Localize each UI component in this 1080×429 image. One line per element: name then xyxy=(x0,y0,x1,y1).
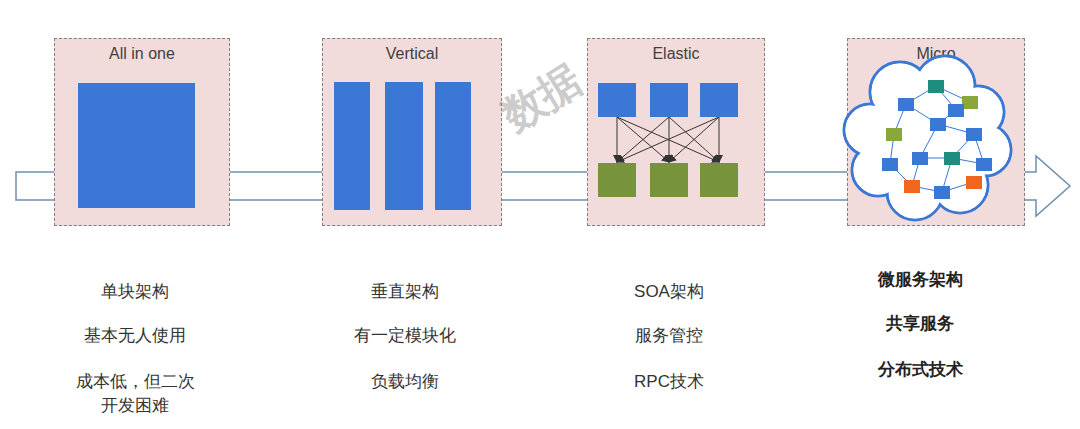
service-link xyxy=(912,158,920,186)
micro-service xyxy=(966,128,982,141)
service-call-line xyxy=(617,117,719,162)
vertical-column xyxy=(385,82,423,210)
stage-description: 基本无人使用 xyxy=(60,324,210,348)
service-call-line xyxy=(617,117,719,162)
service-block xyxy=(700,83,738,117)
cloud-fill xyxy=(854,146,903,195)
micro-service xyxy=(928,80,944,93)
stage-title: Elastic xyxy=(588,45,764,63)
stage-box: Micro xyxy=(847,38,1025,226)
service-link xyxy=(890,164,912,186)
cloud-fill xyxy=(917,58,974,115)
service-link xyxy=(894,104,906,134)
micro-service xyxy=(976,158,992,171)
service-link xyxy=(942,158,952,192)
cloud-outline xyxy=(870,62,930,122)
cloud-fill xyxy=(885,95,972,182)
cloud-outline xyxy=(952,86,1004,138)
service-link xyxy=(912,186,942,192)
micro-service xyxy=(966,176,982,189)
stage-description: 垂直架构 xyxy=(330,280,480,304)
micro-service xyxy=(948,104,964,117)
stage-description: 有一定模块化 xyxy=(330,324,480,348)
service-call-line xyxy=(617,117,669,162)
cloud-fill xyxy=(934,159,987,212)
micro-service xyxy=(934,186,950,199)
service-call-line xyxy=(617,117,669,162)
timeline-band xyxy=(763,172,849,200)
micro-service xyxy=(898,98,914,111)
cloud-fill xyxy=(961,126,1010,175)
service-link xyxy=(952,134,974,158)
cloud-fill xyxy=(846,106,895,155)
provider-block xyxy=(700,163,738,197)
service-link xyxy=(974,134,984,164)
stage-description: 微服务架构 xyxy=(845,268,995,292)
cloud-fill xyxy=(889,166,942,219)
cloud-outline xyxy=(883,93,973,183)
stage-description: 单块架构 xyxy=(60,280,210,304)
micro-service xyxy=(912,152,928,165)
service-link xyxy=(938,110,956,124)
service-call-line xyxy=(669,117,670,162)
timeline-tail xyxy=(16,172,54,200)
stage-description: SOA架构 xyxy=(594,280,744,304)
service-link xyxy=(920,124,938,158)
timeline-band xyxy=(228,172,324,200)
service-link xyxy=(952,158,984,164)
micro-service xyxy=(930,118,946,131)
stage-box: Elastic xyxy=(587,38,765,226)
service-link xyxy=(906,104,938,124)
stage-description: RPC技术 xyxy=(594,370,744,394)
monolith-block xyxy=(78,83,195,208)
provider-block xyxy=(598,163,636,197)
stage-description: 服务管控 xyxy=(594,324,744,348)
stage-box: All in one xyxy=(54,38,230,226)
stage-description: 共享服务 xyxy=(845,312,995,336)
cloud-outline xyxy=(959,124,1011,176)
service-link xyxy=(938,124,974,134)
service-call-line xyxy=(669,117,719,162)
service-link xyxy=(936,86,956,110)
timeline-band xyxy=(500,172,589,200)
stage-title: All in one xyxy=(55,45,229,63)
stage-description: 分布式技术 xyxy=(845,358,995,382)
watermark: 数据 xyxy=(492,52,593,144)
service-call-line xyxy=(669,117,719,162)
stage-description: 成本低，但二次 开发困难 xyxy=(74,370,196,418)
stage-description: 负载均衡 xyxy=(330,370,480,394)
service-call-line xyxy=(617,117,618,162)
stage-title: Micro xyxy=(848,45,1024,63)
micro-service xyxy=(962,96,978,109)
stage-title: Vertical xyxy=(323,45,501,63)
cloud-fill xyxy=(872,64,929,121)
cloud-fill xyxy=(954,88,1003,137)
cloud-outline xyxy=(932,157,988,213)
service-link xyxy=(906,86,936,104)
micro-service xyxy=(904,180,920,193)
service-call-line xyxy=(719,117,720,162)
cloud-outline xyxy=(844,104,896,156)
micro-service xyxy=(944,152,960,165)
micro-service xyxy=(886,128,902,141)
cloud-outline xyxy=(887,164,943,220)
vertical-column xyxy=(435,82,471,210)
vertical-column xyxy=(334,82,370,210)
service-link xyxy=(936,86,970,102)
service-link xyxy=(942,182,974,192)
service-block xyxy=(598,83,636,117)
service-link xyxy=(956,102,970,110)
stage-box: Vertical xyxy=(322,38,502,226)
micro-service xyxy=(882,158,898,171)
cloud-outline xyxy=(852,144,904,196)
cloud-outline xyxy=(915,56,975,116)
service-link xyxy=(920,158,952,159)
provider-block xyxy=(650,163,688,197)
service-link xyxy=(890,134,894,164)
service-block xyxy=(650,83,688,117)
